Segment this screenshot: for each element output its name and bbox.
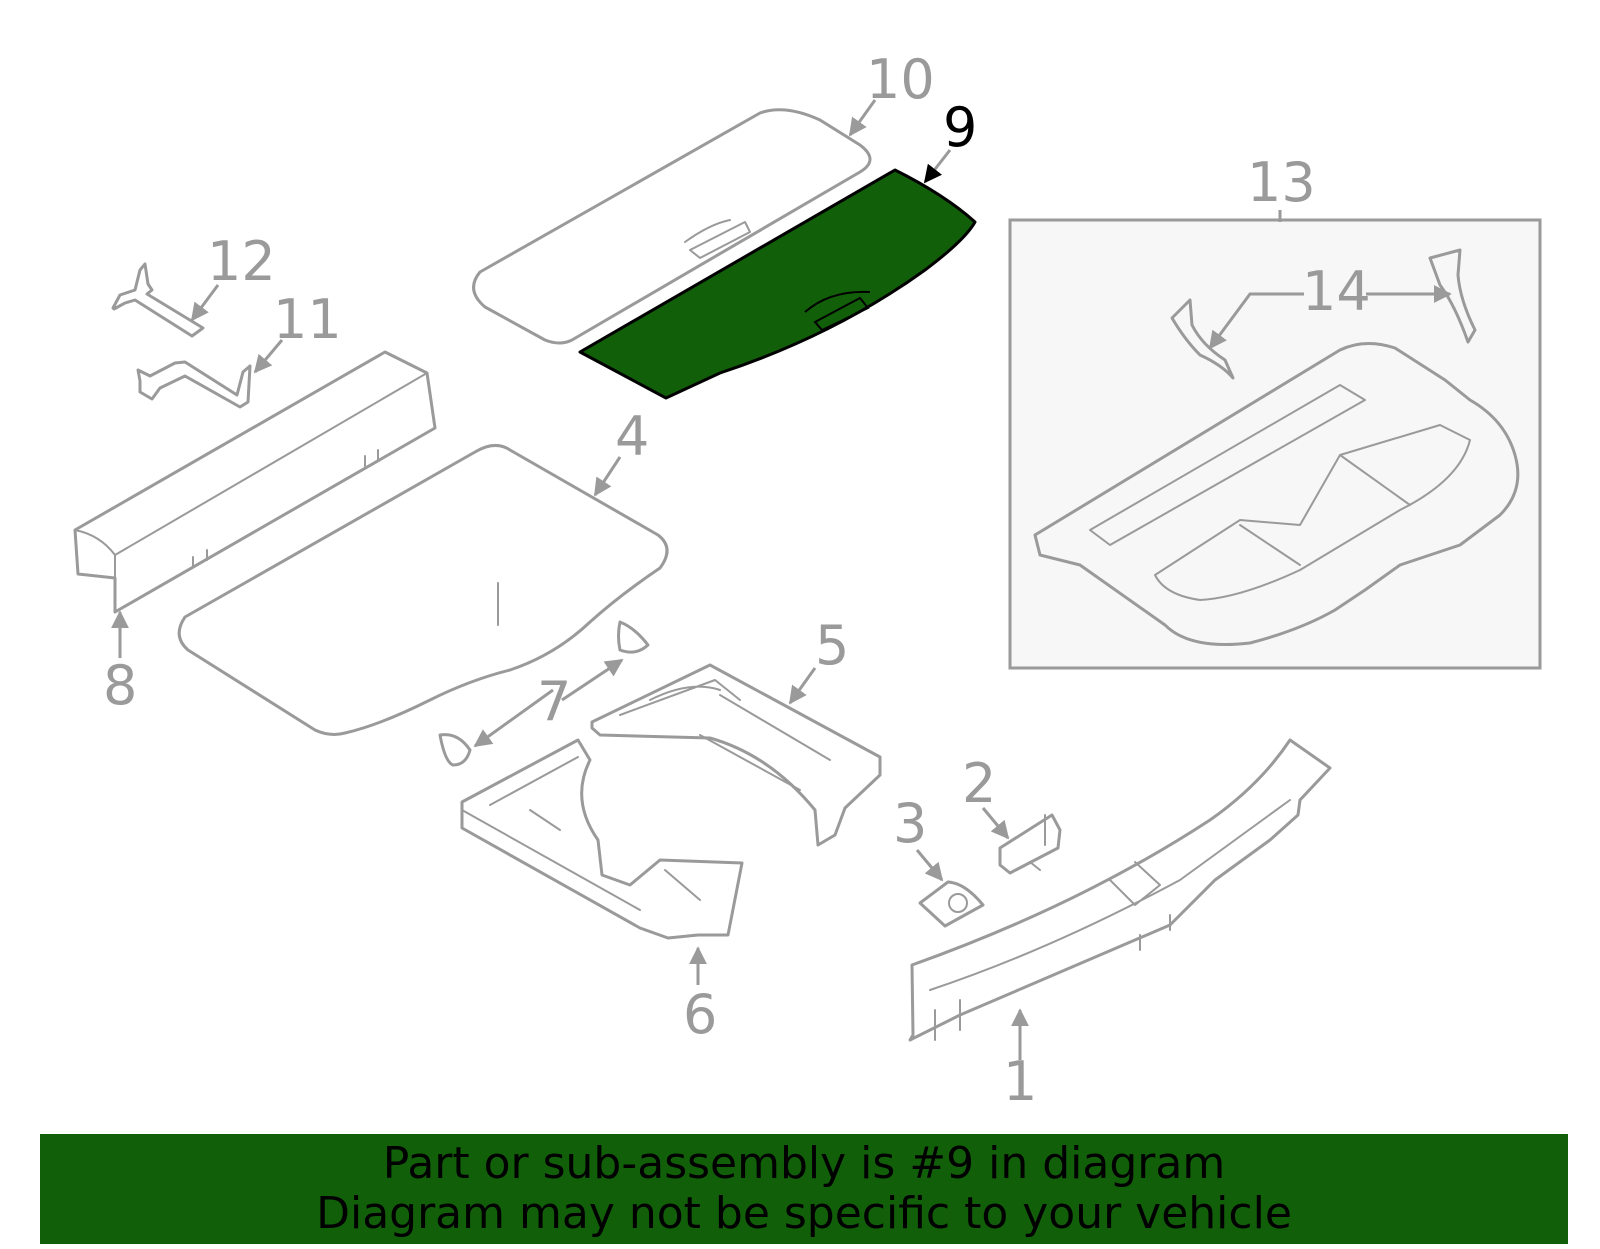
callout-7: 7 — [537, 670, 571, 733]
callout-13: 13 — [1247, 151, 1316, 214]
part-5-tray — [590, 663, 882, 847]
callout-12: 12 — [207, 230, 276, 293]
callout-14: 14 — [1302, 260, 1371, 323]
info-banner: Part or sub-assembly is #9 in diagram Di… — [40, 1134, 1568, 1244]
part-2-connector — [998, 813, 1062, 875]
part-12-bracket — [111, 262, 205, 338]
part-4-floor-mat — [177, 444, 669, 736]
callout-3: 3 — [893, 792, 927, 855]
banner-line-2: Diagram may not be specific to your vehi… — [316, 1188, 1292, 1239]
part-1-sill-plate — [908, 738, 1332, 1042]
callout-9: 9 — [943, 96, 977, 159]
leader-lines — [111, 99, 1452, 1060]
part-7-clip-right — [617, 620, 650, 654]
callout-10: 10 — [866, 48, 935, 111]
part-11-bracket — [136, 360, 252, 409]
part-7-clip-left — [438, 733, 472, 767]
callout-11: 11 — [273, 288, 342, 351]
part-10-cover-panel — [472, 108, 872, 345]
callout-6: 6 — [683, 983, 717, 1046]
part-3-grommet — [918, 880, 985, 928]
part-6-lower-tray — [460, 738, 744, 940]
callout-1: 1 — [1003, 1050, 1037, 1113]
part-14-cable-left — [1170, 298, 1235, 380]
banner-line-1: Part or sub-assembly is #9 in diagram — [382, 1138, 1226, 1189]
part-8-side-rail — [73, 350, 437, 614]
part-9-highlighted-cover — [578, 168, 977, 400]
callout-5: 5 — [815, 614, 849, 677]
callout-4: 4 — [615, 405, 649, 468]
callout-8: 8 — [103, 654, 137, 717]
callout-2: 2 — [962, 752, 996, 815]
